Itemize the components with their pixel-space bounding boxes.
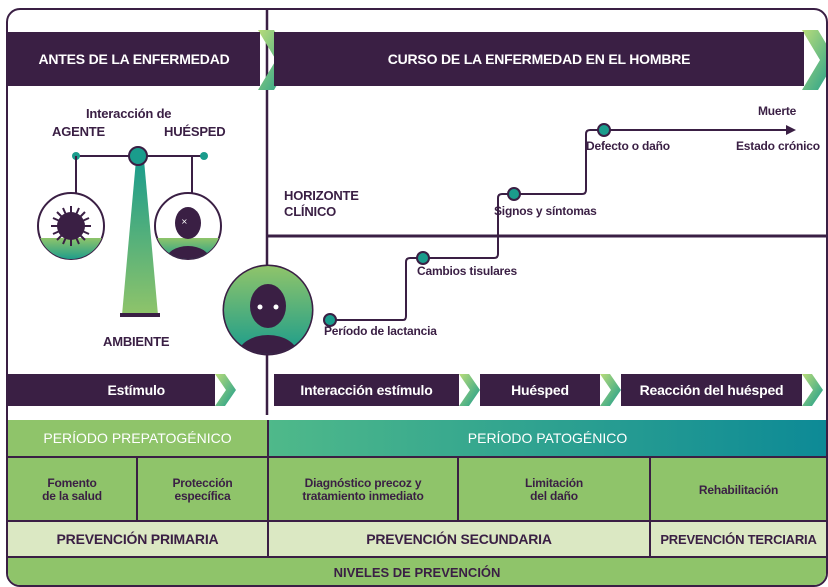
action-early-diagnosis-line2: tratamiento inmediato	[302, 489, 424, 503]
process-interaction: Interacción estímulo	[274, 374, 459, 406]
host-person-icon: ×	[154, 192, 222, 260]
action-early-diagnosis-line1: Diagnóstico precoz y	[304, 476, 422, 490]
prevention-secondary: PREVENCIÓN SECUNDARIA	[269, 520, 651, 556]
diagram-frame: × ANTES DE LA	[6, 8, 828, 587]
prevention-levels: NIVELES DE PREVENCIÓN	[8, 556, 826, 585]
environment-label: AMBIENTE	[103, 334, 170, 349]
disease-course-path	[330, 129, 788, 321]
process-interaction-label: Interacción estímulo	[300, 382, 433, 398]
action-rehabilitation: Rehabilitación	[651, 456, 826, 522]
host-label: HUÉSPED	[164, 124, 226, 139]
header-before-disease-label: ANTES DE LA ENFERMEDAD	[38, 51, 230, 67]
action-damage-limitation-line1: Limitación	[524, 476, 583, 490]
prevention-tertiary-label: PREVENCIÓN TERCIARIA	[660, 531, 817, 547]
process-stimulus: Estímulo	[8, 374, 215, 406]
prevention-secondary-label: PREVENCIÓN SECUNDARIA	[366, 531, 552, 547]
header-right-chevron-icon	[802, 30, 826, 90]
prevention-levels-label: NIVELES DE PREVENCIÓN	[333, 565, 501, 580]
action-specific-protection-line1: Protección	[172, 476, 233, 490]
process-host: Huésped	[480, 374, 600, 406]
stage-label-lactancia: Período de lactancia	[324, 324, 437, 338]
header-disease-course: CURSO DE LA ENFERMEDAD EN EL HOMBRE	[274, 32, 804, 86]
reaction-chevron-icon	[802, 374, 823, 406]
period-pathogenic-label: PERÍODO PATOGÉNICO	[467, 430, 628, 446]
process-host-label: Huésped	[511, 382, 569, 398]
agent-label: AGENTE	[52, 124, 105, 139]
process-stimulus-label: Estímulo	[107, 382, 165, 398]
action-specific-protection-line2: específica	[174, 489, 231, 503]
stage-dot-defecto	[597, 123, 611, 137]
patient-avatar-icon	[222, 264, 314, 356]
interaction-label: Interacción de	[86, 106, 172, 121]
course-arrowhead-icon	[786, 125, 796, 135]
prevention-tertiary: PREVENCIÓN TERCIARIA	[651, 520, 826, 556]
header-disease-course-label: CURSO DE LA ENFERMEDAD EN EL HOMBRE	[387, 51, 691, 67]
prevention-primary-label: PREVENCIÓN PRIMARIA	[56, 531, 219, 547]
stage-label-defecto: Defecto o daño	[586, 139, 670, 153]
clinical-horizon-label-2: CLÍNICO	[284, 204, 337, 219]
agent-virus-icon	[37, 192, 105, 260]
host-chevron-icon	[600, 374, 621, 406]
period-pathogenic: PERÍODO PATOGÉNICO	[269, 420, 826, 456]
actions-row	[8, 456, 826, 520]
action-rehabilitation-label: Rehabilitación	[698, 482, 779, 497]
stage-dot-cambios	[416, 251, 430, 265]
svg-text:×: ×	[181, 217, 188, 226]
period-prepathogenic: PERÍODO PREPATOGÉNICO	[8, 420, 269, 456]
prevention-primary: PREVENCIÓN PRIMARIA	[8, 520, 269, 556]
stage-label-muerte: Muerte	[758, 104, 797, 118]
action-health-promotion-line2: de la salud	[42, 489, 102, 503]
balance-scale-icon	[72, 146, 208, 317]
action-health-promotion-line1: Fomento	[47, 476, 97, 490]
diagram-graphics: ×	[37, 10, 826, 415]
process-reaction-label: Reacción del huésped	[639, 382, 784, 398]
stage-dot-lactancia	[323, 313, 337, 327]
stage-dot-signos	[507, 187, 521, 201]
stage-label-signos: Signos y síntomas	[494, 204, 597, 218]
stimulus-chevron-icon	[215, 374, 236, 406]
action-damage-limitation-line2: del daño	[530, 489, 578, 503]
interaction-chevron-icon	[459, 374, 480, 406]
stage-label-cronico: Estado crónico	[736, 139, 820, 153]
process-reaction: Reacción del huésped	[621, 374, 802, 406]
header-before-disease: ANTES DE LA ENFERMEDAD	[8, 32, 260, 86]
clinical-horizon-label-1: HORIZONTE	[284, 188, 359, 203]
stage-label-cambios: Cambios tisulares	[417, 264, 517, 278]
period-prepathogenic-label: PERÍODO PREPATOGÉNICO	[43, 430, 232, 446]
